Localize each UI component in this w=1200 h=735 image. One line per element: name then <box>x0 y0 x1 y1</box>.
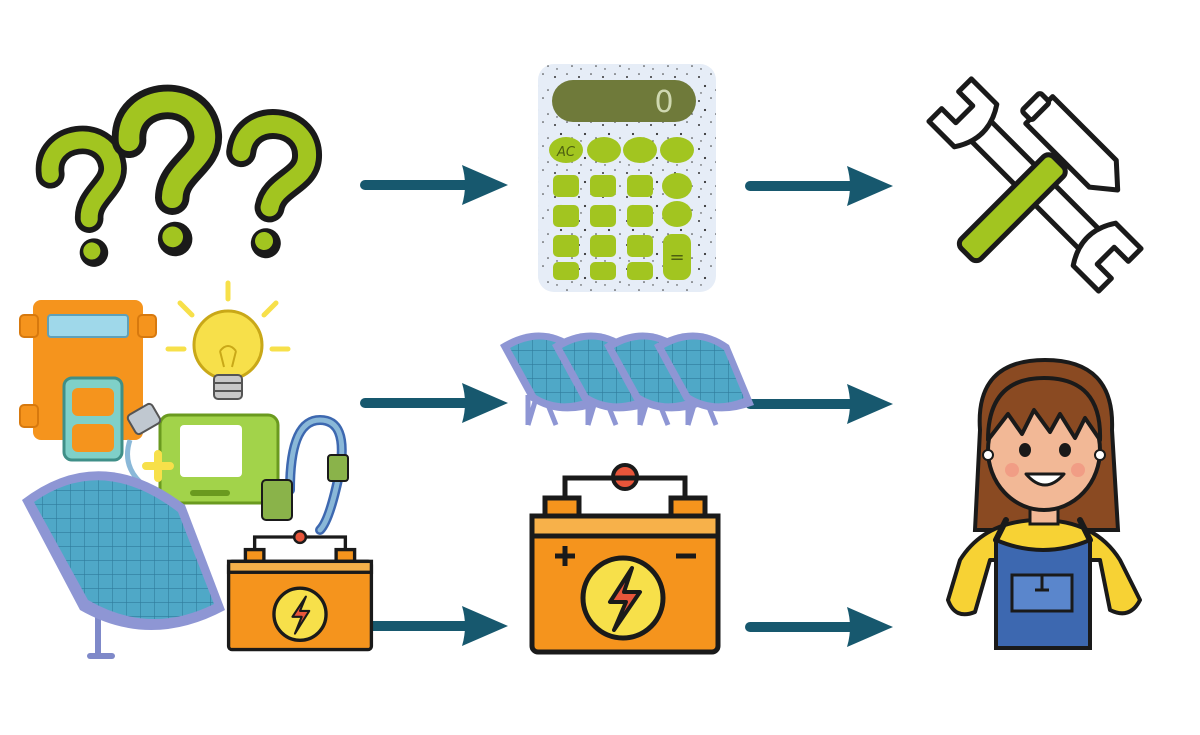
arrow-row3-right <box>745 607 893 647</box>
arrow-row3-left <box>360 606 508 646</box>
arrow-row1-right <box>745 166 893 206</box>
technician-icon <box>946 357 1142 650</box>
arrow-row2-left <box>360 383 508 423</box>
calculator-equals-key-label: = <box>669 247 684 268</box>
appliances-cluster-icon <box>19 280 374 659</box>
calculator-display-text: 0 <box>654 85 673 120</box>
arrow-row1-left <box>360 165 508 205</box>
calculator-ac-key-label: AC <box>556 145 576 160</box>
tools-icon <box>926 76 1144 294</box>
calculator-icon: 0 AC = <box>538 64 716 292</box>
question-marks-icon <box>46 99 310 271</box>
battery-icon <box>529 463 721 655</box>
solar-panel-array-icon <box>500 332 754 426</box>
arrow-row2-right <box>745 384 893 424</box>
